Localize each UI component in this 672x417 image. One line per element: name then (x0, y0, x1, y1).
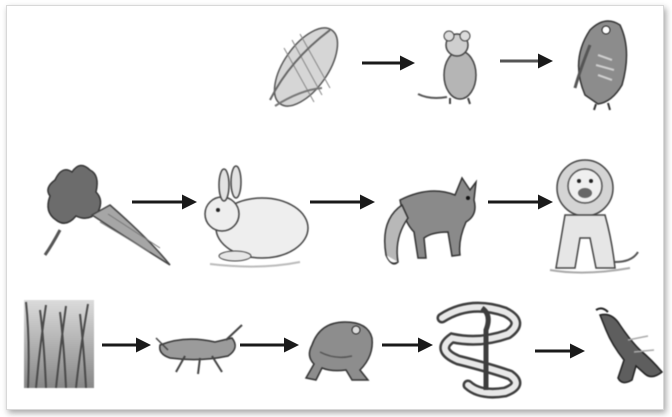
food-chain-3 (24, 300, 662, 393)
food-chain-1 (262, 18, 626, 117)
carrot-icon (45, 165, 170, 265)
owl-icon (575, 21, 627, 110)
corn-icon (262, 18, 350, 117)
mouse-icon (418, 31, 476, 104)
grass-icon (24, 300, 94, 388)
lion-icon (550, 160, 638, 273)
grasshopper-icon (156, 325, 242, 374)
rabbit-icon (205, 166, 308, 267)
frog-icon (306, 322, 372, 380)
fox-icon (385, 178, 476, 264)
snake-icon (442, 307, 516, 393)
hawk-icon (596, 308, 662, 382)
food-chain-2 (45, 160, 638, 273)
